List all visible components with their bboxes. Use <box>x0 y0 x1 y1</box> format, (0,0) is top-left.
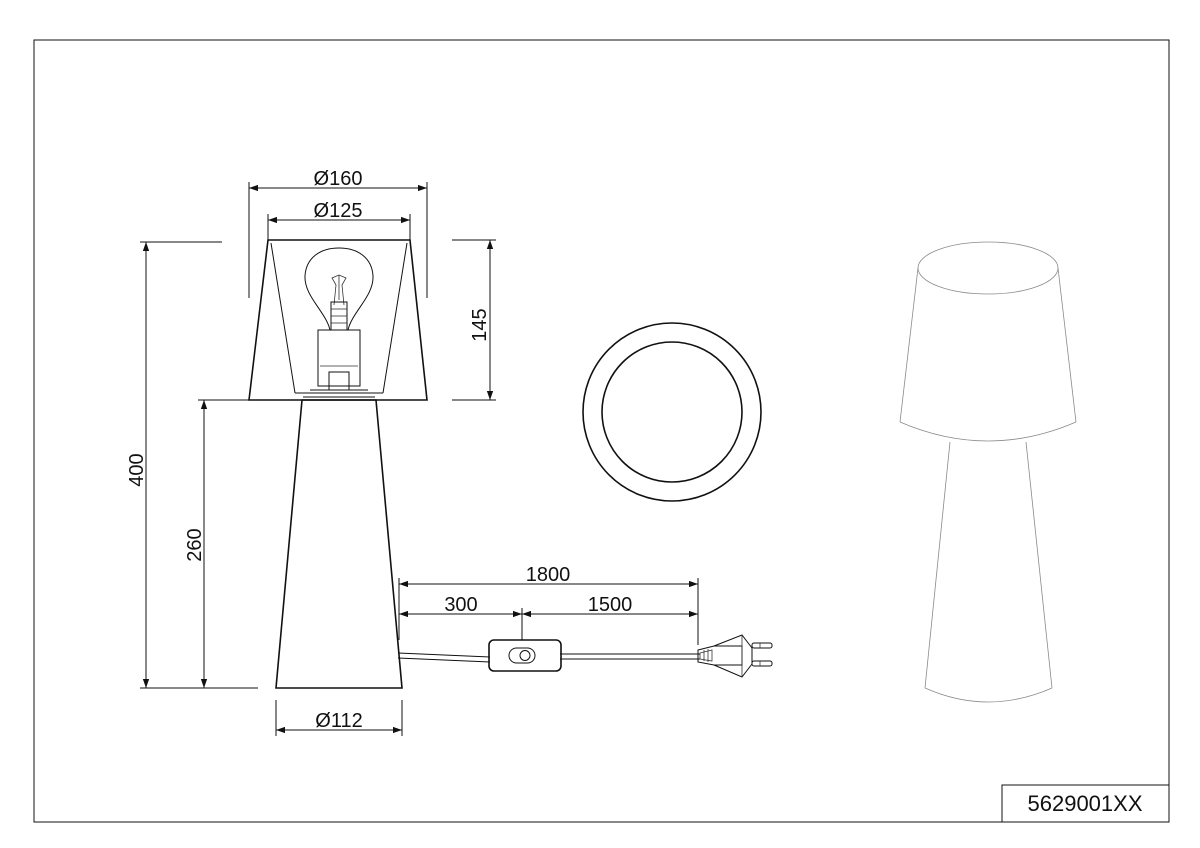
lamp-front-view-icon <box>248 239 428 689</box>
title-block: 5629001XX <box>1001 784 1170 823</box>
dimension-shade-height: 145 <box>452 239 496 401</box>
inline-switch-icon <box>488 639 562 672</box>
shade-outer-diameter-label: Ø160 <box>314 168 363 190</box>
perspective-shade-top <box>917 241 1059 295</box>
base-height-label: 260 <box>184 528 206 561</box>
base-diameter-label: Ø112 <box>315 710 362 732</box>
shade-inner-diameter-label: Ø125 <box>314 200 363 222</box>
dimension-cable-segments: 300 1500 <box>399 594 698 640</box>
shade-outline <box>248 239 428 401</box>
shade-frame-right <box>382 242 408 394</box>
cable-to-switch-label: 300 <box>444 594 477 616</box>
power-cable <box>397 652 700 663</box>
perspective-base-bottom <box>924 687 1053 703</box>
dimension-shade-outer-diameter: Ø160 <box>248 168 428 298</box>
top-view-outer-ring <box>582 322 762 502</box>
euro-plug-icon <box>697 634 773 678</box>
conical-base <box>275 399 403 689</box>
cable-total-label: 1800 <box>526 564 571 586</box>
shade-height-label: 145 <box>469 308 491 341</box>
cable-switch-to-plug-label: 1500 <box>588 594 633 616</box>
dimension-shade-inner-diameter: Ø125 <box>267 200 411 240</box>
dimension-cable-total: 1800 <box>398 564 699 645</box>
drawing-frame <box>33 39 1170 823</box>
product-code: 5629001XX <box>1028 791 1143 816</box>
perspective-shade-bottom <box>899 421 1077 442</box>
dimension-total-height: 400 <box>126 241 258 689</box>
top-view-inner-ring <box>601 341 743 483</box>
dimension-base-height: 260 <box>184 399 250 688</box>
total-height-label: 400 <box>126 453 148 486</box>
light-bulb-icon <box>304 247 374 331</box>
dimension-base-diameter: Ø112 <box>275 700 403 736</box>
title-block-box <box>1001 784 1170 823</box>
lamp-top-view-icon <box>582 322 762 502</box>
lamp-holder <box>303 329 375 398</box>
lamp-perspective-view-icon <box>899 241 1077 703</box>
shade-frame-left <box>270 242 296 394</box>
